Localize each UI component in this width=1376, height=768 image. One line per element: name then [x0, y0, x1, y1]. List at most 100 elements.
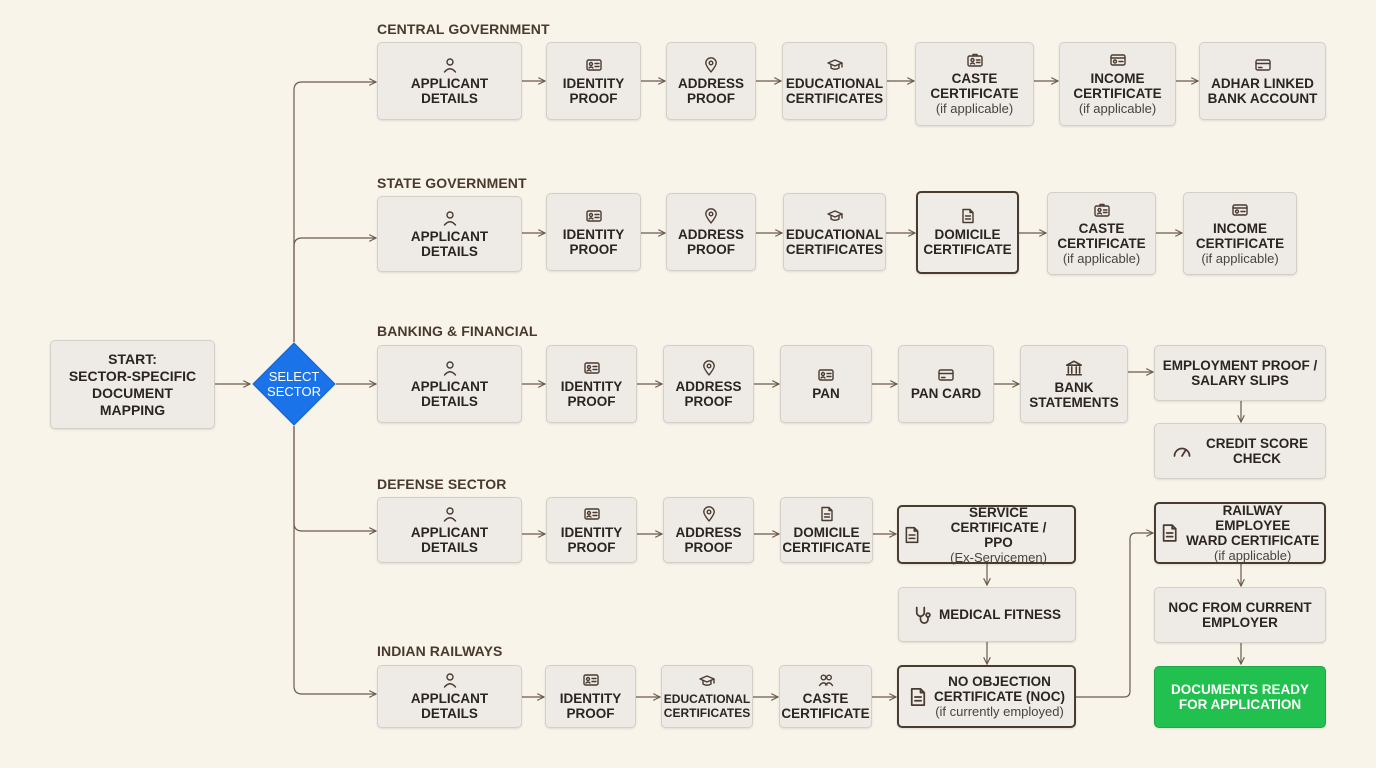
node-label: APPLICANT DETAILS: [410, 524, 489, 555]
node-label: EDUCATIONAL CERTIFICATES: [663, 692, 751, 720]
select-sector-decision[interactable]: SELECT SECTOR: [252, 342, 336, 426]
central-income-certificate[interactable]: INCOME CERTIFICATE (if applicable): [1059, 42, 1176, 126]
railways-noc-certificate[interactable]: NO OBJECTION CERTIFICATE (NOC) (if curre…: [897, 665, 1076, 728]
location-pin-icon: [705, 56, 717, 73]
node-sublabel: (Ex-Servicemen): [950, 549, 1047, 565]
id-card-icon: [585, 209, 602, 222]
central-applicant-details[interactable]: APPLICANT DETAILS: [377, 42, 522, 120]
central-caste-certificate[interactable]: CASTE CERTIFICATE (if applicable): [915, 42, 1034, 126]
node-label: IDENTITY PROOF: [559, 691, 622, 721]
document-icon: [910, 687, 926, 706]
graduation-cap-icon: [699, 675, 715, 686]
state-applicant-details[interactable]: APPLICANT DETAILS: [377, 196, 522, 272]
banking-credit-score-check[interactable]: CREDIT SCORE CHECK: [1154, 423, 1326, 479]
graduation-cap-icon: [826, 209, 843, 221]
node-label: CASTE CERTIFICATE: [781, 691, 870, 721]
node-label: APPLICANT DETAILS: [410, 228, 489, 259]
central-educational-certificates[interactable]: EDUCATIONAL CERTIFICATES: [782, 42, 887, 120]
banking-address-proof[interactable]: ADDRESS PROOF: [663, 345, 754, 423]
node-label: RAILWAY EMPLOYEE WARD CERTIFICATE: [1186, 503, 1320, 548]
node-label: IDENTITY PROOF: [560, 378, 623, 409]
document-icon: [1162, 524, 1177, 542]
node-label: INCOME CERTIFICATE: [1073, 71, 1162, 101]
node-label: EDUCATIONAL CERTIFICATES: [785, 75, 884, 106]
node-label: INCOME CERTIFICATE: [1195, 220, 1285, 251]
central-address-proof[interactable]: ADDRESS PROOF: [666, 42, 756, 120]
node-label: NO OBJECTION CERTIFICATE (NOC): [934, 674, 1065, 704]
node-label: ADDRESS PROOF: [675, 378, 742, 409]
defense-address-proof[interactable]: ADDRESS PROOF: [663, 497, 754, 563]
banking-identity-proof[interactable]: IDENTITY PROOF: [546, 345, 637, 423]
credit-card-icon: [1254, 58, 1271, 71]
state-address-proof[interactable]: ADDRESS PROOF: [666, 193, 756, 271]
railways-employee-ward-certificate[interactable]: RAILWAY EMPLOYEE WARD CERTIFICATE (if ap…: [1154, 502, 1326, 564]
section-title-central: CENTRAL GOVERNMENT: [377, 21, 550, 37]
section-title-railways: INDIAN RAILWAYS: [377, 643, 503, 659]
person-icon: [443, 210, 456, 226]
final-label: DOCUMENTS READY FOR APPLICATION: [1170, 682, 1309, 712]
start-label: START: SECTOR-SPECIFIC DOCUMENT MAPPING: [68, 350, 197, 418]
decision-diamond-shape: [252, 342, 336, 426]
node-label: SERVICE CERTIFICATE / PPO: [950, 504, 1047, 550]
section-title-defense: DEFENSE SECTOR: [377, 476, 507, 492]
railways-applicant-details[interactable]: APPLICANT DETAILS: [377, 665, 522, 728]
person-icon: [443, 57, 456, 73]
node-label: ADHAR LINKED BANK ACCOUNT: [1207, 75, 1318, 106]
node-label: BANK STATEMENTS: [1029, 379, 1119, 410]
id-card-icon: [582, 674, 599, 686]
central-identity-proof[interactable]: IDENTITY PROOF: [546, 42, 641, 120]
defense-domicile-certificate[interactable]: DOMICILE CERTIFICATE: [780, 497, 873, 563]
banking-applicant-details[interactable]: APPLICANT DETAILS: [377, 345, 522, 423]
node-label: ADDRESS PROOF: [675, 524, 742, 555]
person-icon: [443, 673, 456, 688]
state-identity-proof[interactable]: IDENTITY PROOF: [546, 193, 641, 271]
node-label: ADDRESS PROOF: [677, 226, 744, 257]
id-card-icon: [585, 58, 602, 71]
defense-identity-proof[interactable]: IDENTITY PROOF: [546, 497, 637, 563]
defense-service-certificate[interactable]: SERVICE CERTIFICATE / PPO (Ex-Servicemen…: [897, 504, 1076, 565]
node-label: IDENTITY PROOF: [560, 524, 623, 555]
start-node[interactable]: START: SECTOR-SPECIFIC DOCUMENT MAPPING: [50, 340, 215, 429]
section-title-state: STATE GOVERNMENT: [377, 175, 527, 191]
id-card-icon: [583, 507, 600, 520]
railways-educational-certificates[interactable]: EDUCATIONAL CERTIFICATES: [661, 665, 753, 728]
state-educational-certificates[interactable]: EDUCATIONAL CERTIFICATES: [783, 193, 886, 271]
defense-medical-fitness[interactable]: MEDICAL FITNESS: [898, 587, 1076, 642]
node-label: NOC FROM CURRENT EMPLOYER: [1168, 600, 1312, 630]
id-card-icon: [583, 361, 600, 374]
graduation-cap-icon: [826, 58, 843, 70]
node-label: MEDICAL FITNESS: [938, 607, 1061, 622]
banking-employment-proof[interactable]: EMPLOYMENT PROOF / SALARY SLIPS: [1154, 345, 1326, 401]
document-icon: [905, 526, 919, 543]
node-sublabel: (if applicable): [1214, 548, 1292, 563]
banking-pan[interactable]: PAN: [780, 345, 872, 423]
node-label: CREDIT SCORE CHECK: [1205, 436, 1308, 466]
state-income-certificate[interactable]: INCOME CERTIFICATE (if applicable): [1183, 192, 1297, 275]
banking-bank-statements[interactable]: BANK STATEMENTS: [1020, 345, 1128, 423]
node-label: CASTE CERTIFICATE: [930, 71, 1019, 101]
node-label: APPLICANT DETAILS: [410, 691, 489, 721]
node-label: ADDRESS PROOF: [677, 75, 744, 106]
central-adhar-linked-bank-account[interactable]: ADHAR LINKED BANK ACCOUNT: [1199, 42, 1326, 120]
node-label: EMPLOYMENT PROOF / SALARY SLIPS: [1162, 358, 1318, 388]
railways-noc-from-current-employer[interactable]: NOC FROM CURRENT EMPLOYER: [1154, 587, 1326, 643]
banking-pan-card[interactable]: PAN CARD: [898, 345, 994, 423]
node-sublabel: (if applicable): [935, 101, 1014, 116]
railways-identity-proof[interactable]: IDENTITY PROOF: [545, 665, 636, 728]
railways-caste-certificate[interactable]: CASTE CERTIFICATE: [779, 665, 872, 728]
caste-card-icon: [966, 53, 983, 67]
document-icon: [961, 208, 974, 224]
node-label: IDENTITY PROOF: [562, 226, 625, 257]
defense-applicant-details[interactable]: APPLICANT DETAILS: [377, 497, 522, 563]
state-caste-certificate[interactable]: CASTE CERTIFICATE (if applicable): [1047, 192, 1156, 275]
node-label: APPLICANT DETAILS: [410, 75, 489, 106]
state-domicile-certificate[interactable]: DOMICILE CERTIFICATE: [916, 191, 1019, 274]
credit-card-icon: [938, 369, 954, 381]
documents-ready-node[interactable]: DOCUMENTS READY FOR APPLICATION: [1154, 666, 1326, 728]
location-pin-icon: [702, 505, 715, 522]
node-label: DOMICILE CERTIFICATE: [923, 227, 1012, 257]
person-icon: [443, 506, 456, 522]
node-label: CASTE CERTIFICATE: [1057, 220, 1146, 251]
node-sublabel: (if currently employed): [935, 704, 1064, 719]
section-title-banking: BANKING & FINANCIAL: [377, 323, 538, 339]
